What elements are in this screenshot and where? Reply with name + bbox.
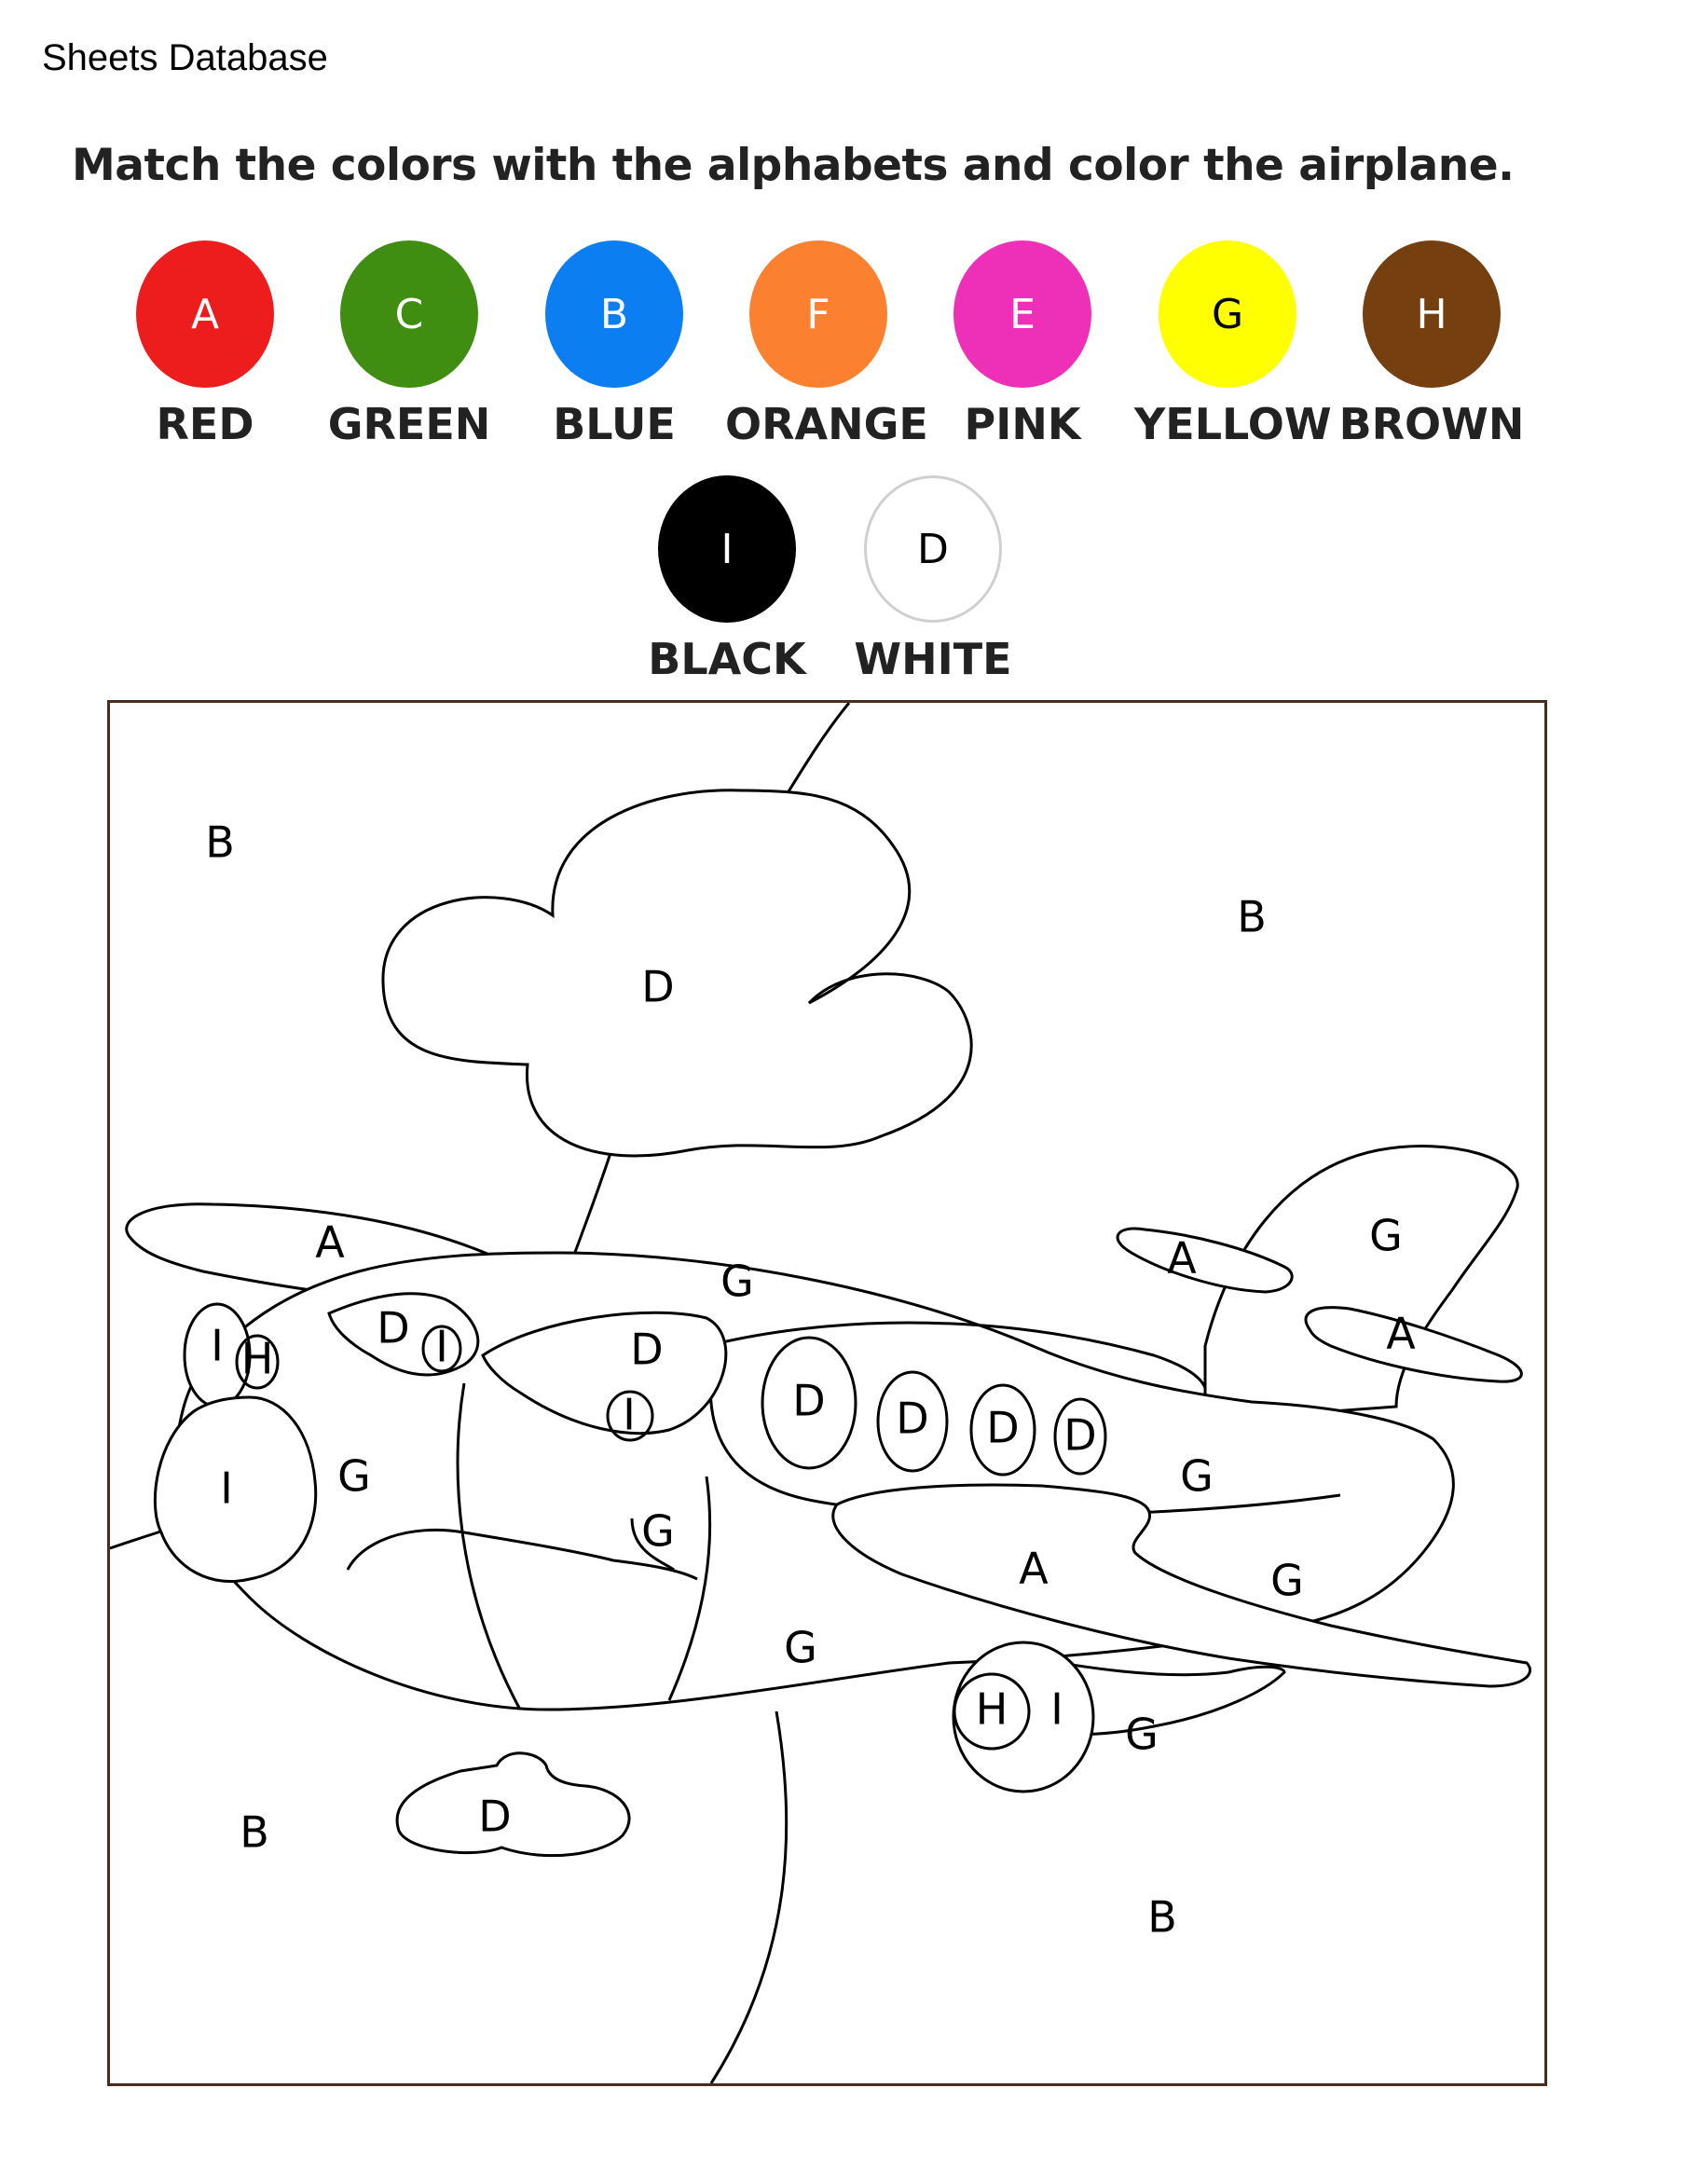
label-sky-bottom-left: B — [240, 1807, 269, 1858]
swatch-green: C — [340, 240, 478, 388]
nose-tip — [153, 1395, 318, 1584]
engine-hub — [953, 1672, 1031, 1751]
sky-divider-middle — [569, 1149, 613, 1263]
color-name-brown: BROWN — [1338, 399, 1525, 449]
key-brown: H BROWN — [1338, 240, 1525, 449]
label-cockpit-left: D — [377, 1303, 409, 1353]
big-cloud — [381, 789, 973, 1158]
sky-divider-bottom — [709, 1710, 789, 2083]
cockpit-right-spot — [606, 1390, 654, 1442]
rear-wing-upper — [1116, 1227, 1294, 1294]
label-rear-wing-upper: A — [1167, 1233, 1197, 1284]
label-nose-tip: I — [220, 1463, 233, 1514]
color-name-yellow: YELLOW — [1134, 399, 1332, 449]
small-cloud — [395, 1751, 631, 1858]
body-line-nose — [346, 1528, 698, 1581]
label-engine-hub: H — [976, 1684, 1008, 1735]
label-prop-left: I — [211, 1321, 224, 1371]
key-blue: B BLUE — [521, 240, 707, 449]
label-cockpit-left-spot: I — [435, 1322, 448, 1372]
rear-wing-lower — [1304, 1306, 1523, 1383]
swatch-pink: E — [953, 240, 1091, 388]
label-main-wing: A — [1019, 1544, 1049, 1594]
label-small-cloud: D — [478, 1792, 511, 1842]
label-body-top: G — [720, 1257, 754, 1307]
label-nose: G — [337, 1451, 371, 1502]
key-red: A RED — [112, 240, 298, 449]
color-name-pink: PINK — [964, 399, 1081, 449]
window-2 — [876, 1370, 949, 1473]
coloring-picture[interactable]: B B B B D D A A A A G G G G G G G G I I … — [107, 700, 1547, 2086]
cockpit-left — [327, 1292, 480, 1377]
label-window-2: D — [896, 1394, 928, 1444]
cockpit-left-spot — [421, 1325, 462, 1373]
label-top-wing: A — [315, 1217, 345, 1268]
prop-hub — [235, 1334, 280, 1390]
label-body-lower: G — [784, 1623, 817, 1673]
body-line-window — [706, 1321, 1207, 1389]
label-tail-right: G — [1270, 1556, 1304, 1606]
swatch-black: I — [658, 475, 796, 623]
window-3 — [969, 1383, 1036, 1477]
color-name-white: WHITE — [854, 634, 1012, 684]
color-name-blue: BLUE — [553, 399, 676, 449]
color-name-black: BLACK — [648, 634, 806, 684]
cockpit-right — [481, 1311, 728, 1435]
label-engine-body: G — [1125, 1710, 1159, 1760]
label-engine-ring: I — [1050, 1684, 1063, 1735]
body-line-rear — [667, 1476, 712, 1701]
swatch-brown: H — [1363, 240, 1501, 388]
main-wing — [831, 1483, 1532, 1688]
key-yellow: G YELLOW — [1134, 240, 1332, 449]
airplane-drawing: B B B B D D A A A A G G G G G G G G I I … — [110, 703, 1532, 2083]
label-cockpit-right: D — [630, 1325, 663, 1375]
body-line-side — [630, 1518, 675, 1572]
color-name-orange: ORANGE — [725, 399, 928, 449]
label-window-1: D — [792, 1376, 825, 1426]
key-pink: E PINK — [929, 240, 1116, 449]
swatch-blue: B — [545, 240, 683, 388]
label-big-cloud: D — [641, 962, 674, 1012]
key-white: D WHITE — [840, 475, 1026, 684]
brand-name: Sheets Database — [42, 37, 328, 78]
window-1 — [761, 1336, 857, 1470]
label-body-rear: G — [1180, 1451, 1214, 1502]
label-tail-fin: G — [1369, 1211, 1403, 1261]
swatch-yellow: G — [1159, 240, 1296, 388]
swatch-orange: F — [749, 240, 887, 388]
label-sky-top-right: B — [1237, 892, 1267, 942]
label-cockpit-right-spot: I — [623, 1390, 636, 1440]
swatch-white: D — [864, 475, 1002, 623]
label-window-3: D — [986, 1403, 1019, 1453]
label-body-middle: G — [641, 1506, 675, 1557]
key-green: C GREEN — [316, 240, 502, 449]
color-name-red: RED — [156, 399, 254, 449]
label-window-4: D — [1063, 1410, 1096, 1461]
window-4 — [1053, 1397, 1107, 1476]
body-line-front — [456, 1382, 522, 1710]
label-sky-top-left: B — [205, 817, 235, 868]
label-rear-wing-lower: A — [1386, 1309, 1416, 1359]
key-orange: F ORANGE — [725, 240, 928, 449]
instructions: Match the colors with the alphabets and … — [72, 140, 1515, 191]
key-black: I BLACK — [634, 475, 820, 684]
label-prop-hub: H — [241, 1334, 274, 1384]
swatch-red: A — [136, 240, 274, 388]
label-sky-bottom-right: B — [1147, 1892, 1177, 1943]
color-name-green: GREEN — [327, 399, 491, 449]
